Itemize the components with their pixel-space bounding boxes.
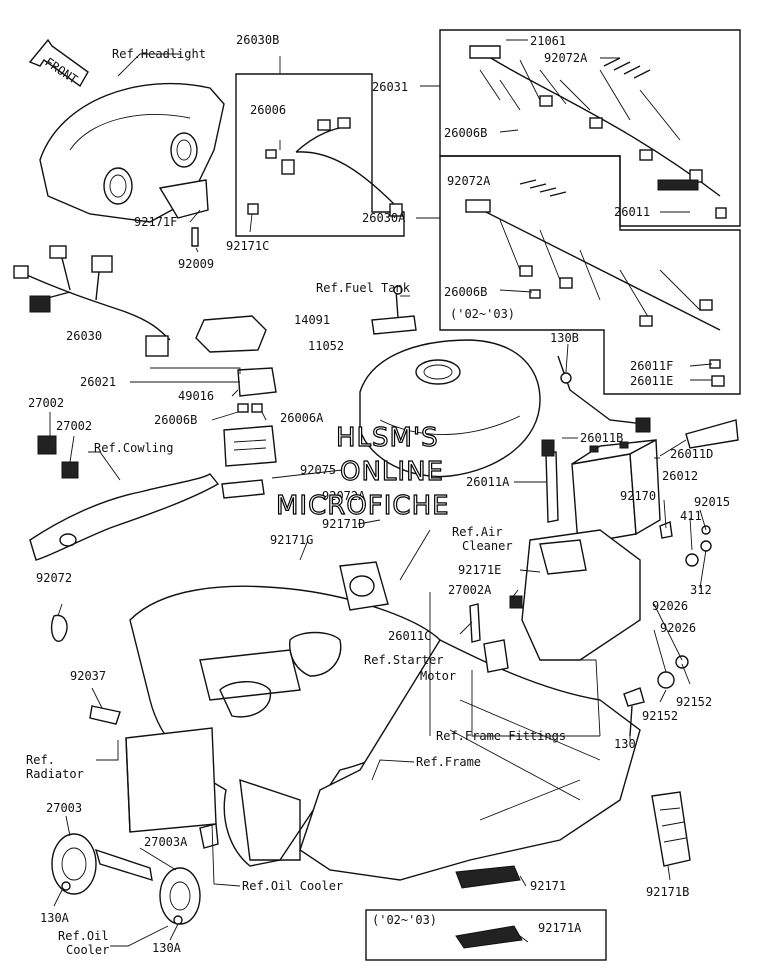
callout-ref-air-cleaner-2: Cleaner: [462, 539, 513, 553]
callout-ref-starter-2: Motor: [420, 669, 456, 683]
callout-27003a: 27003A: [144, 835, 188, 849]
callout-92026-b: 92026: [660, 621, 696, 635]
callout-92072a-mid: 92072A: [447, 174, 491, 188]
callout-26006b-mid: 26006B: [444, 285, 487, 299]
callout-26030a: 26030A: [362, 211, 406, 225]
callout-49016: 49016: [178, 389, 214, 403]
callout-21061: 21061: [530, 34, 566, 48]
callout-27002a: 27002A: [448, 583, 492, 597]
callout-ref-oil-cooler2-1: Ref.Oil: [58, 929, 109, 943]
callout-130a-b: 130A: [152, 941, 182, 955]
callout-ref-oil-cooler: Ref.Oil Cooler: [242, 879, 343, 893]
callout-11052: 11052: [308, 339, 344, 353]
callout-26006: 26006: [250, 103, 286, 117]
callout-92026-a: 92026: [652, 599, 688, 613]
callout-ref-cowling: Ref.Cowling: [94, 441, 173, 455]
callout-ref-radiator-1: Ref.: [26, 753, 55, 767]
callout-92072a-low: 92072A: [322, 489, 366, 503]
callout-26012: 26012: [662, 469, 698, 483]
battery-case-drawing: [469, 439, 712, 737]
watermark-line2: ONLINE: [340, 457, 444, 487]
callout-92171c: 92171C: [226, 239, 269, 253]
callout-92152-b: 92152: [642, 709, 678, 723]
callout-26011: 26011: [614, 205, 650, 219]
watermark-line1: HLSM'S: [336, 423, 439, 453]
callout-92171b: 92171B: [646, 885, 689, 899]
callout-92171: 92171: [530, 879, 566, 893]
battery-drawing: [557, 355, 739, 545]
callout-26011f: 26011F: [630, 359, 673, 373]
callout-ref-frame: Ref.Frame: [416, 755, 481, 769]
callout-26011c: 26011C: [388, 629, 431, 643]
callout-92171d: 92171D: [322, 517, 365, 531]
harness-26030-drawing: [13, 245, 171, 357]
callout-year-02-03-top: ('02~'03): [450, 307, 515, 321]
callout-92009: 92009: [178, 257, 214, 271]
callout-130a-a: 130A: [40, 911, 70, 925]
callout-ref-headlight: Ref.Headlight: [112, 47, 206, 61]
callout-ref-frame-fittings: Ref.Frame Fittings: [436, 729, 566, 743]
callout-26011a: 26011A: [466, 475, 510, 489]
watermark-line3: MICROFICHE: [276, 491, 450, 521]
front-arrow: FRONT: [28, 38, 89, 88]
callout-92015: 92015: [694, 495, 730, 509]
callout-14091: 14091: [294, 313, 330, 327]
callout-130b: 130B: [550, 331, 579, 345]
bottom-brackets-drawing: [365, 791, 691, 961]
callout-26030b: 26030B: [236, 33, 279, 47]
cowling-bracket-drawing: [29, 435, 220, 561]
callout-92075: 92075: [300, 463, 336, 477]
callout-26021: 26021: [80, 375, 116, 389]
callout-ref-starter-1: Ref.Starter: [364, 653, 443, 667]
headlight-drawing: [39, 82, 259, 247]
callout-26006a: 26006A: [280, 411, 324, 425]
callout-411: 411: [680, 509, 702, 523]
callout-26006b-top: 26006B: [444, 126, 487, 140]
callout-ref-radiator-2: Radiator: [26, 767, 84, 781]
callout-92171g: 92171G: [270, 533, 313, 547]
callout-year-02-03-bottom: ('02~'03): [372, 913, 437, 927]
callout-92072: 92072: [36, 571, 72, 585]
callout-27003: 27003: [46, 801, 82, 815]
frame-drawing: [129, 561, 641, 881]
callout-ref-fuel-tank: Ref.Fuel Tank: [316, 281, 411, 295]
callout-26006b-low: 26006B: [154, 413, 197, 427]
fuel-tank-drawing: [359, 285, 541, 478]
callout-26031: 26031: [372, 80, 408, 94]
callout-92171e: 92171E: [458, 563, 501, 577]
callout-26030: 26030: [66, 329, 102, 343]
callout-labels: Ref.Headlight 26030B 21061 92072A 26031 …: [26, 33, 730, 957]
ecu-parts-drawing: [195, 315, 277, 499]
callout-ref-air-cleaner-1: Ref.Air: [452, 525, 503, 539]
callout-27002-left: 27002: [28, 396, 64, 410]
watermark: HLSM'S ONLINE MICROFICHE: [275, 422, 450, 521]
callout-92171a: 92171A: [538, 921, 582, 935]
harness-26030a-box: [439, 155, 741, 395]
callout-26011d: 26011D: [670, 447, 713, 461]
callout-130: 130: [614, 737, 636, 751]
callout-26011e: 26011E: [630, 374, 673, 388]
callout-92170: 92170: [620, 489, 656, 503]
callout-312: 312: [690, 583, 712, 597]
callout-26011b: 26011B: [580, 431, 623, 445]
harness-26030b-box: [235, 73, 405, 237]
callout-92037: 92037: [70, 669, 106, 683]
callout-92072a-top: 92072A: [544, 51, 588, 65]
callout-92171f: 92171F: [134, 215, 177, 229]
callout-ref-oil-cooler2-2: Cooler: [66, 943, 109, 957]
leader-lines: [49, 39, 713, 947]
callout-27002-mid: 27002: [56, 419, 92, 433]
radiator-horn-drawing: [50, 614, 219, 925]
callout-92152-a: 92152: [676, 695, 712, 709]
